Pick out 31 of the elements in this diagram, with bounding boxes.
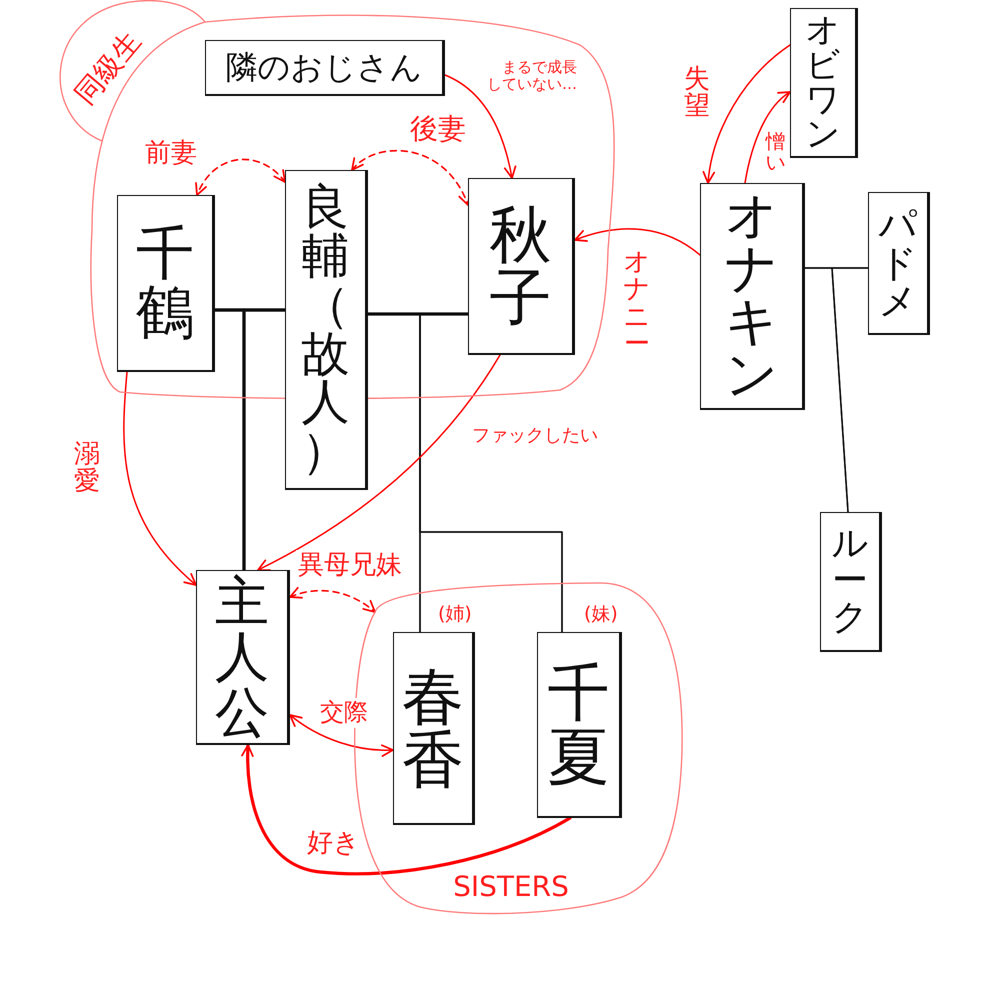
name-box: 秋子 [468, 178, 575, 355]
name-box: 主人公 [196, 570, 290, 745]
name-box: 千鶴 [117, 195, 215, 372]
connector-line [366, 312, 470, 316]
arrow [289, 714, 394, 757]
name-box: 千夏 [537, 632, 622, 818]
name-box: 隣のおじさん [205, 40, 445, 96]
arrow [574, 228, 701, 256]
name-box: ルーク [820, 512, 882, 652]
arrow [744, 91, 791, 184]
arrow [289, 587, 376, 613]
name-box: パドメ [868, 192, 930, 335]
arrow [196, 158, 286, 196]
arrow [444, 74, 516, 179]
arrow [241, 743, 572, 876]
name-box: 春香 [393, 632, 475, 825]
connector-line [242, 308, 287, 572]
note-label: (妹) [583, 603, 619, 627]
name-box: 良輔（故人） [285, 170, 368, 490]
note-label: (姉) [437, 603, 473, 627]
connector-line [831, 267, 869, 513]
group-label: 同級生 [70, 26, 146, 110]
arrow [123, 371, 197, 586]
connector-line [419, 313, 563, 633]
arrow [703, 44, 791, 184]
name-box: オビワン [790, 8, 858, 158]
edge-label: 交際 [318, 698, 370, 728]
arrow [351, 150, 470, 206]
name-box: オナキン [700, 183, 805, 410]
group-label: SISTERS [453, 873, 569, 901]
arrow [257, 354, 501, 571]
